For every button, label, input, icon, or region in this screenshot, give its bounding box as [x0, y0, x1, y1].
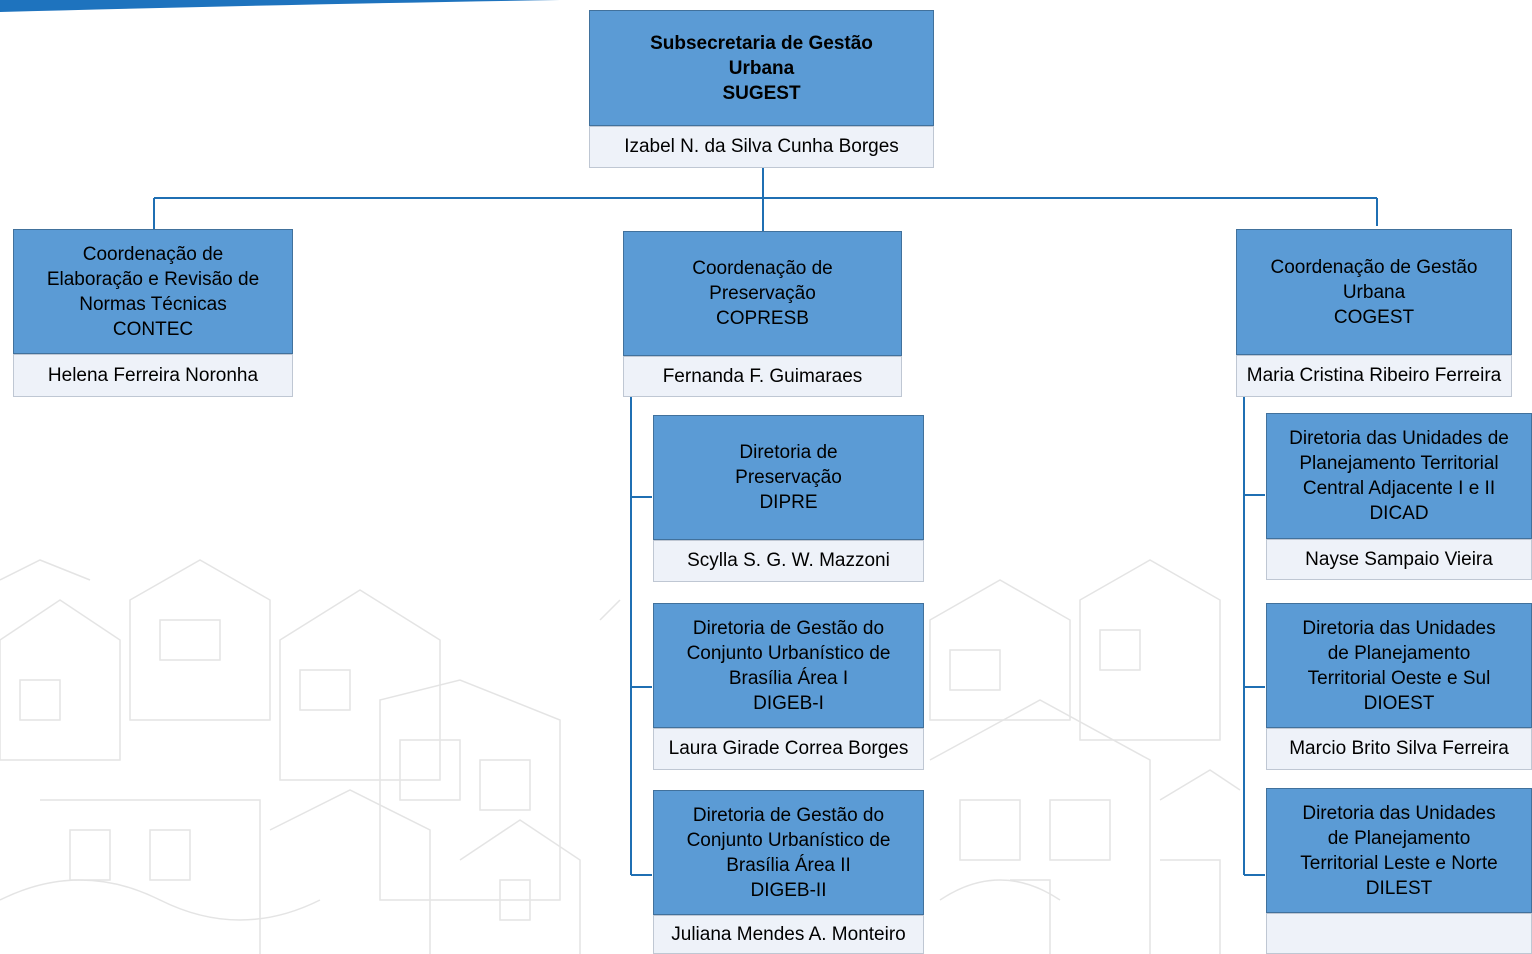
- unit-head-name: Maria Cristina Ribeiro Ferreira: [1236, 355, 1512, 397]
- unit-title-line: Central Adjacente I e II: [1302, 478, 1496, 499]
- unit-title-line: DIPRE: [759, 492, 818, 513]
- org-node-copresb: Coordenação de Preservação COPRESB Ferna…: [623, 231, 902, 397]
- header-accent-bar: [0, 0, 560, 12]
- unit-title-line: Diretoria de Gestão do: [692, 804, 885, 826]
- org-node-cogest: Coordenação de Gestão Urbana COGEST Mari…: [1236, 229, 1512, 397]
- unit-title: Diretoria de Preservação DIPRE: [653, 415, 924, 540]
- unit-title-line: COGEST: [1333, 306, 1415, 328]
- unit-title-line: Preservação: [735, 467, 842, 488]
- unit-title-line: Diretoria das Unidades: [1302, 802, 1496, 824]
- unit-title: Diretoria de Gestão do Conjunto Urbaníst…: [653, 603, 924, 728]
- unit-head-name: Marcio Brito Silva Ferreira: [1266, 728, 1532, 770]
- org-node-dicad: Diretoria das Unidades de Planejamento T…: [1266, 413, 1532, 580]
- unit-title: Diretoria das Unidades de Planejamento T…: [1266, 413, 1532, 539]
- unit-title: Diretoria de Gestão do Conjunto Urbaníst…: [653, 790, 924, 915]
- unit-title-line: Subsecretaria de Gestão: [650, 32, 873, 54]
- unit-title-line: Diretoria das Unidades de: [1289, 428, 1509, 449]
- unit-head-name: Izabel N. da Silva Cunha Borges: [589, 126, 934, 168]
- unit-title-line: Conjunto Urbanístico de: [686, 829, 891, 851]
- unit-title-line: DILEST: [1365, 877, 1433, 899]
- unit-title-line: DIGEB-II: [750, 879, 827, 901]
- unit-title-line: Coordenação de: [692, 258, 833, 279]
- unit-title-line: Elaboração e Revisão de: [46, 268, 260, 290]
- unit-head-name: [1266, 913, 1532, 954]
- unit-title-line: SUGEST: [722, 82, 801, 104]
- unit-title-line: DIOEST: [1363, 692, 1435, 714]
- unit-title: Coordenação de Gestão Urbana COGEST: [1236, 229, 1512, 355]
- unit-head-name: Helena Ferreira Noronha: [13, 354, 293, 397]
- unit-head-name: Juliana Mendes A. Monteiro: [653, 915, 924, 954]
- unit-title-line: de Planejamento: [1327, 827, 1471, 849]
- unit-head-name: Fernanda F. Guimaraes: [623, 356, 902, 397]
- unit-title-line: Brasília Área I: [728, 667, 849, 689]
- unit-title-line: Preservação: [709, 283, 816, 304]
- unit-title-line: Diretoria de Gestão do: [692, 617, 885, 639]
- unit-title-line: CONTEC: [112, 318, 194, 340]
- unit-title-line: COPRESB: [716, 308, 809, 329]
- unit-title-line: Diretoria de: [739, 442, 838, 463]
- unit-title: Subsecretaria de Gestão Urbana SUGEST: [589, 10, 934, 126]
- org-node-sugest: Subsecretaria de Gestão Urbana SUGEST Iz…: [589, 10, 934, 168]
- unit-title: Coordenação de Preservação COPRESB: [623, 231, 902, 356]
- org-node-digeb-ii: Diretoria de Gestão do Conjunto Urbaníst…: [653, 790, 924, 954]
- org-node-dipre: Diretoria de Preservação DIPRE Scylla S.…: [653, 415, 924, 582]
- unit-title-line: Diretoria das Unidades: [1302, 617, 1496, 639]
- unit-title-line: DIGEB-I: [753, 692, 824, 714]
- unit-title-line: Planejamento Territorial: [1299, 453, 1499, 474]
- org-node-digeb-i: Diretoria de Gestão do Conjunto Urbaníst…: [653, 603, 924, 770]
- unit-title-line: Conjunto Urbanístico de: [686, 642, 891, 664]
- unit-title-line: Urbana: [728, 57, 795, 79]
- unit-title-line: Territorial Oeste e Sul: [1307, 667, 1491, 689]
- org-node-dioest: Diretoria das Unidades de Planejamento T…: [1266, 603, 1532, 770]
- unit-title: Coordenação de Elaboração e Revisão de N…: [13, 229, 293, 354]
- unit-title-line: Territorial Leste e Norte: [1300, 852, 1498, 874]
- unit-title: Diretoria das Unidades de Planejamento T…: [1266, 788, 1532, 913]
- unit-title-line: Urbana: [1342, 281, 1406, 303]
- unit-head-name: Laura Girade Correa Borges: [653, 728, 924, 770]
- unit-title-line: DICAD: [1369, 503, 1429, 524]
- unit-title: Diretoria das Unidades de Planejamento T…: [1266, 603, 1532, 728]
- unit-title-line: Brasília Área II: [726, 854, 851, 876]
- unit-head-name: Nayse Sampaio Vieira: [1266, 539, 1532, 580]
- unit-head-name: Scylla S. G. W. Mazzoni: [653, 540, 924, 582]
- unit-title-line: Normas Técnicas: [79, 293, 227, 315]
- unit-title-line: Coordenação de: [82, 243, 224, 265]
- org-node-contec: Coordenação de Elaboração e Revisão de N…: [13, 229, 293, 397]
- unit-title-line: de Planejamento: [1327, 642, 1471, 664]
- unit-title-line: Coordenação de Gestão: [1270, 256, 1478, 278]
- org-node-dilest: Diretoria das Unidades de Planejamento T…: [1266, 788, 1532, 954]
